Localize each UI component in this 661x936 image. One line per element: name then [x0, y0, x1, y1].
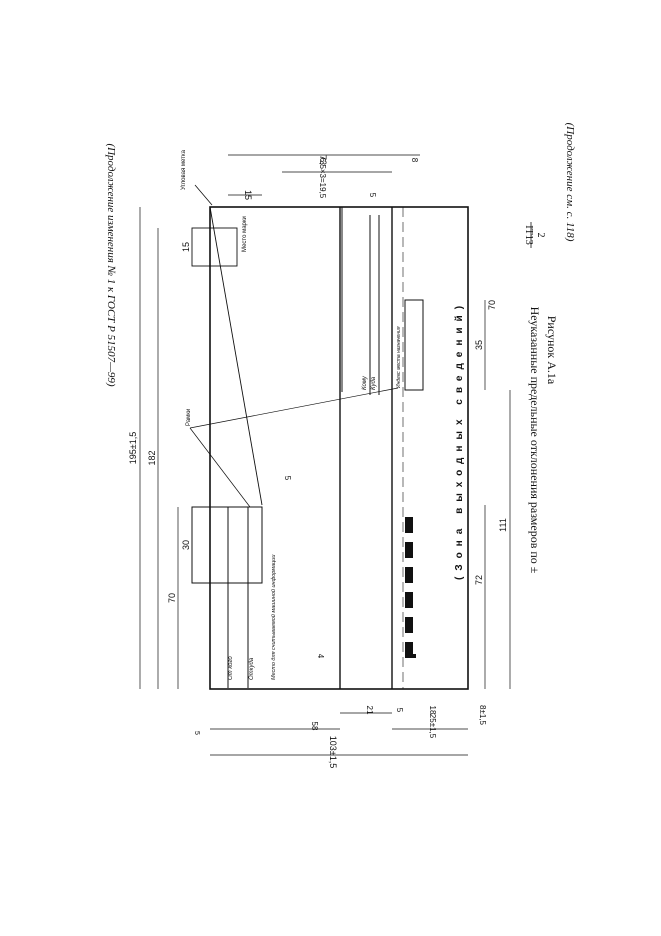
frames-leader-1: [189, 427, 251, 508]
dim-15b: 15: [243, 190, 253, 200]
code-bar: [405, 592, 413, 608]
tolerance-numerator: IT13: [523, 225, 534, 244]
address-block: [341, 207, 424, 395]
from-whom-label: От кого: [228, 656, 234, 680]
page-footer: (Продолжение см. с. 118): [564, 123, 576, 242]
corner-mark-label: Угловая метка: [181, 149, 187, 190]
sender-frame: [191, 506, 263, 584]
dim-5c: 5: [395, 708, 404, 713]
code-bar: [405, 617, 413, 633]
code-bar: [405, 654, 416, 658]
frames-leader-2: [189, 387, 399, 429]
dim-35: 35: [474, 340, 484, 350]
dim-8b: 8±1,5: [478, 705, 487, 726]
tolerance-note: Неуказанные предельные отклонения размер…: [528, 307, 542, 574]
code-bar: [405, 517, 413, 533]
code-bar: [405, 542, 413, 558]
dim-width: 103±1,5: [328, 736, 338, 768]
dim-8: 8: [410, 158, 419, 163]
stamp-place-label: Место марки: [242, 216, 248, 252]
dim-182: 182: [147, 450, 157, 465]
dim-30: 30: [181, 540, 191, 550]
code-bar: [405, 567, 413, 583]
dim-5d: 5: [193, 731, 200, 735]
dim-15a: 15: [181, 242, 191, 252]
index-hint-label: Индекс места назначения: [396, 326, 402, 388]
zone-label: (Зона выходных сведений): [454, 300, 465, 580]
sender-block: [191, 506, 263, 688]
envelope-border: [209, 206, 469, 690]
corner-diagonal: [209, 206, 263, 506]
dim-18: 18: [428, 706, 437, 715]
from-where-label: Откуда: [249, 657, 255, 680]
machine-code-bars: [405, 517, 416, 658]
dim-111: 111: [498, 518, 508, 532]
dim-70a: 70: [167, 593, 177, 603]
corner-mark-leader: [194, 184, 213, 206]
index-frame: [404, 299, 424, 391]
machine-field-label: Место для считываемой машиной информации: [270, 555, 277, 680]
to-where-label: Куда: [371, 376, 377, 390]
frames-label: Рамки: [186, 409, 192, 426]
dim-5a: 5: [283, 476, 292, 481]
dim-73: 73: [318, 155, 328, 165]
envelope-outline: [209, 206, 469, 690]
dim-4: 4: [316, 654, 325, 659]
dimension-lines: [139, 154, 511, 756]
dim-72: 72: [474, 575, 484, 585]
dim-21: 21: [365, 706, 374, 715]
code-bar: [405, 642, 413, 658]
dim-5b: 5: [368, 193, 377, 198]
tolerance-denominator: 2: [535, 233, 546, 238]
dim-length: 195±1,5: [128, 432, 138, 464]
page-header: (Продолжение изменения № 1 к ГОСТ Р 5150…: [105, 143, 117, 386]
figure-caption: Рисунок А.1а: [545, 316, 559, 385]
to-whom-label: Кому: [362, 375, 368, 390]
dim-25: 25±1,5: [428, 714, 437, 739]
dim-58: 58: [310, 722, 319, 731]
stamp-frame: [191, 227, 238, 267]
dim-70b: 70: [487, 300, 497, 310]
dim-grid: 6,5×3=19,5: [318, 158, 327, 199]
